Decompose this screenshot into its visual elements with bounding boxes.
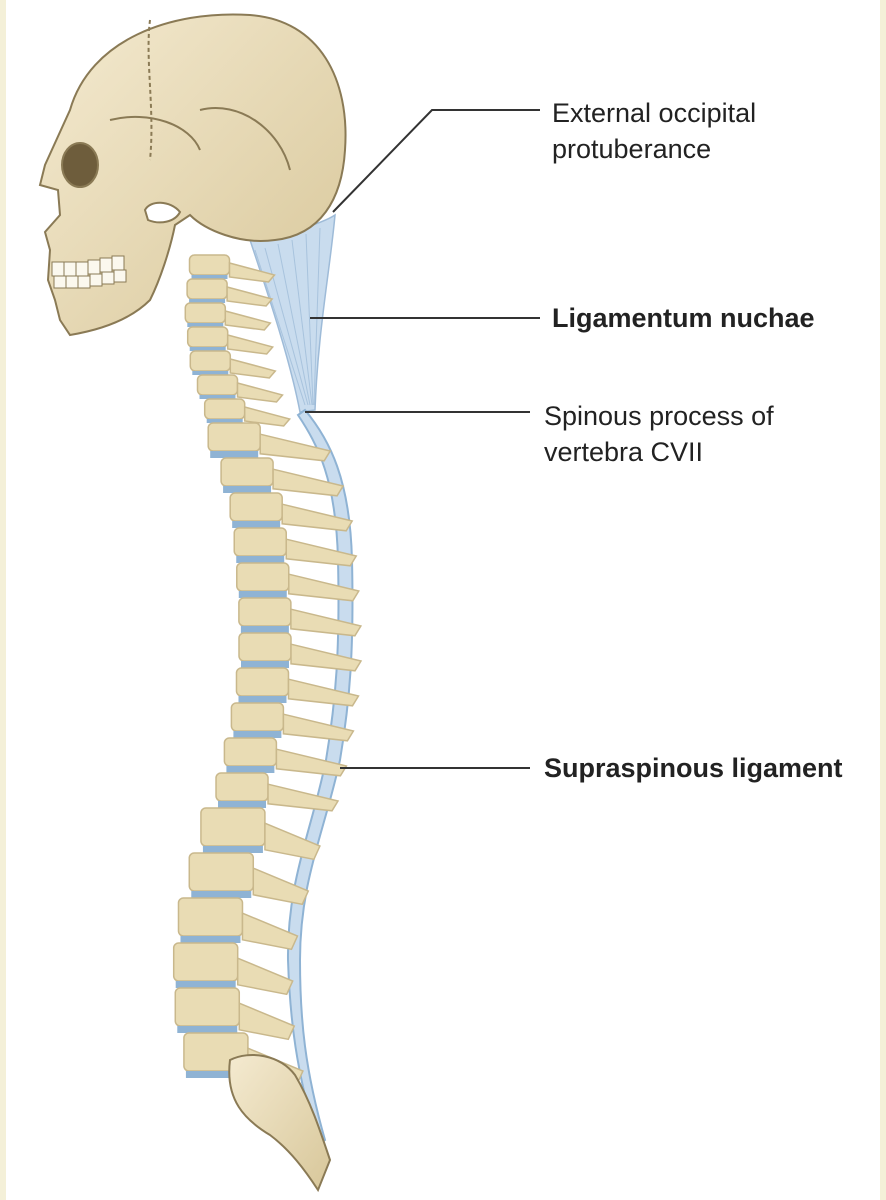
vertebral-body <box>184 302 227 324</box>
spinous-process <box>290 608 363 637</box>
intervertebral-disc <box>189 299 226 303</box>
label-ligamentum-nuchae: Ligamentum nuchae <box>552 303 815 333</box>
spinous-process <box>238 1002 296 1041</box>
vertebral-column <box>172 254 363 1086</box>
intervertebral-disc <box>202 846 263 853</box>
leader-occipital <box>332 109 540 213</box>
vertebral-body <box>186 278 228 300</box>
intervertebral-disc <box>191 275 228 279</box>
vertebral-body <box>229 492 283 522</box>
label-spinous-process-cvii: Spinous process of vertebra CVII <box>544 401 774 467</box>
teeth <box>51 255 127 289</box>
vertebral-body <box>188 852 255 892</box>
spinous-process <box>281 503 354 532</box>
left-border <box>0 0 6 1200</box>
spinous-process <box>224 310 272 331</box>
intervertebral-disc <box>218 801 267 808</box>
intervertebral-disc <box>226 766 275 773</box>
intervertebral-disc <box>192 371 229 375</box>
spinous-process <box>236 382 284 403</box>
spinous-process <box>226 334 275 355</box>
intervertebral-disc <box>238 696 287 703</box>
vertebral-body <box>238 632 292 662</box>
vertebral-body <box>235 667 290 697</box>
label-supraspinous-ligament: Supraspinous ligament <box>544 753 843 783</box>
spinous-process <box>275 748 348 777</box>
skull <box>38 13 347 337</box>
intervertebral-disc <box>187 323 224 327</box>
vertebral-body <box>215 772 269 802</box>
leader-lines <box>305 109 540 769</box>
spinous-process <box>236 957 294 996</box>
spinous-process <box>290 643 363 672</box>
spinous-process <box>288 573 360 602</box>
spinous-process <box>285 538 358 567</box>
spinous-process <box>287 678 360 707</box>
intervertebral-disc <box>191 891 252 898</box>
intervertebral-disc <box>210 451 259 458</box>
intervertebral-disc <box>175 981 236 988</box>
vertebral-body <box>200 807 266 847</box>
intervertebral-disc <box>238 591 287 598</box>
spinous-process <box>229 358 277 379</box>
vertebral-body <box>223 737 278 767</box>
spinous-process <box>272 468 345 497</box>
right-border <box>880 0 886 1200</box>
intervertebral-disc <box>232 521 281 528</box>
intervertebral-disc <box>206 419 243 423</box>
intervertebral-disc <box>241 661 289 668</box>
vertebral-body <box>172 942 239 982</box>
vertebral-body <box>220 457 274 487</box>
spinous-process <box>264 822 321 861</box>
vertebral-body <box>207 422 261 452</box>
spinous-process <box>241 912 299 951</box>
vertebral-body <box>238 597 292 627</box>
vertebral-body <box>196 374 239 396</box>
spinous-process <box>267 783 340 812</box>
intervertebral-disc <box>185 1071 246 1078</box>
vertebral-body <box>189 350 232 372</box>
vertebral-body <box>174 987 241 1027</box>
intervertebral-disc <box>180 936 241 943</box>
label-external-occipital-protuberance: External occipital protuberance <box>552 98 757 164</box>
spinous-process <box>252 867 310 906</box>
vertebral-body <box>203 398 246 420</box>
spinous-process <box>226 286 274 307</box>
vertebral-body <box>177 897 244 937</box>
sacrum <box>228 1054 332 1193</box>
intervertebral-disc <box>223 486 272 493</box>
vertebral-body <box>236 562 290 592</box>
spinous-process <box>259 433 332 462</box>
intervertebral-disc <box>233 731 282 738</box>
vertebral-body <box>188 254 231 276</box>
spinous-process <box>228 262 276 283</box>
intervertebral-disc <box>240 626 289 633</box>
intervertebral-disc <box>177 1026 238 1033</box>
vertebral-body <box>233 527 287 557</box>
intervertebral-disc <box>236 556 285 563</box>
spinous-process <box>243 406 292 427</box>
intervertebral-disc <box>199 395 236 399</box>
vertebral-body <box>186 326 229 348</box>
spinous-process <box>282 713 355 742</box>
vertebral-body <box>230 702 285 732</box>
intervertebral-disc <box>189 347 226 351</box>
